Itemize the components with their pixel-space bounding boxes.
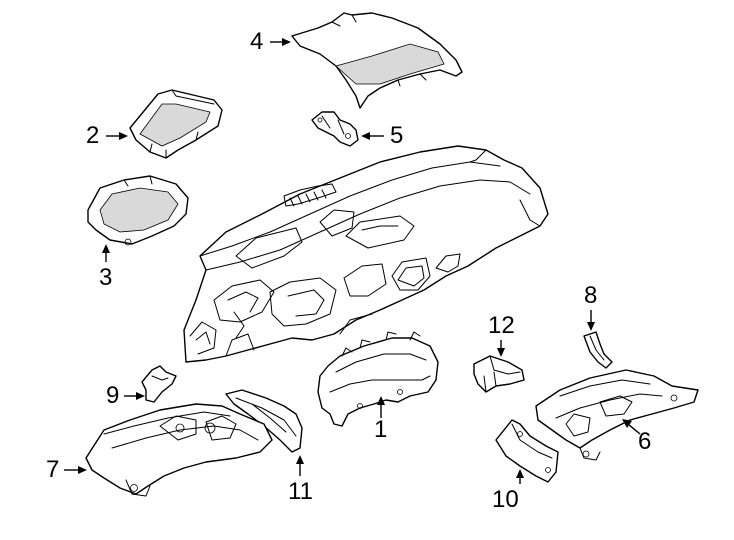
part-8-strip bbox=[583, 331, 613, 369]
part-2-display-housing bbox=[129, 89, 223, 159]
callout-6: 6 bbox=[638, 428, 652, 455]
callout-1: 1 bbox=[374, 416, 388, 443]
callout-7: 7 bbox=[46, 456, 60, 483]
part-3-trim-bezel bbox=[87, 175, 189, 246]
callout-9: 9 bbox=[106, 382, 120, 409]
callout-2: 2 bbox=[86, 122, 100, 149]
part-6-lower-bracket-right bbox=[535, 369, 699, 461]
part-4-upper-cover bbox=[291, 12, 463, 109]
part-7-lower-bracket-left bbox=[85, 403, 273, 497]
part-12-clip bbox=[473, 355, 525, 393]
leader-6 bbox=[627, 423, 641, 435]
part-1-cluster-housing bbox=[317, 331, 439, 427]
part-5-bracket bbox=[311, 111, 359, 147]
callout-5: 5 bbox=[390, 122, 404, 149]
callout-3: 3 bbox=[99, 264, 113, 291]
leader-lines bbox=[64, 38, 641, 484]
dashboard-main bbox=[183, 145, 549, 363]
part-11-side-panel bbox=[225, 389, 303, 453]
part-9-clip bbox=[141, 365, 177, 403]
callout-10: 10 bbox=[492, 486, 519, 513]
part-10-lower-bracket bbox=[495, 419, 559, 483]
callout-4: 4 bbox=[250, 28, 264, 55]
callout-12: 12 bbox=[488, 312, 515, 339]
callout-8: 8 bbox=[584, 282, 598, 309]
callout-11: 11 bbox=[288, 478, 313, 505]
